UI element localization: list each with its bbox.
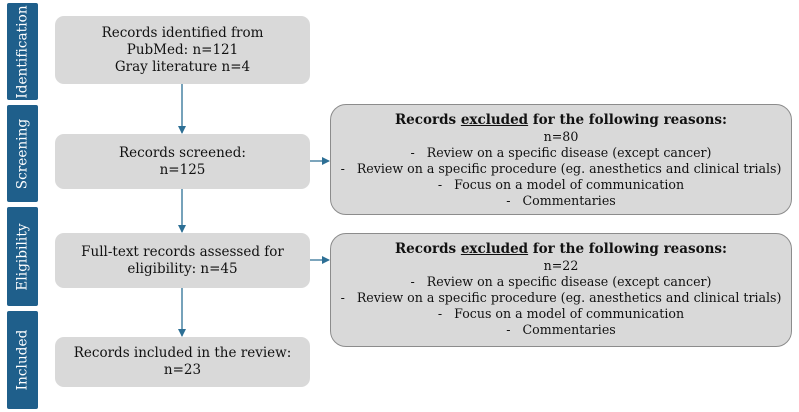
records-included-line2: n=23 xyxy=(163,362,202,378)
bullet-dash: - xyxy=(437,306,443,321)
exclusion-heading: Records excluded for the following reaso… xyxy=(331,111,791,129)
exclusion-count: n=80 xyxy=(543,129,579,144)
exclusion-reason-text: Review on a specific procedure (eg. anes… xyxy=(356,161,782,176)
records-screened-box: Records screened: n=125 xyxy=(55,134,310,189)
exclusion-reason: -Review on a specific disease (except ca… xyxy=(331,145,791,161)
exclusion-count: n=22 xyxy=(543,258,579,273)
bullet-dash: - xyxy=(437,177,443,192)
records-identified-box: Records identified from PubMed: n=121 Gr… xyxy=(55,16,310,84)
bullet-dash: - xyxy=(410,145,415,160)
exclusion-reason-text: Commentaries xyxy=(522,322,616,337)
exclusion-heading-emphasis: excluded xyxy=(460,241,529,257)
exclusion-heading-post: for the following reasons: xyxy=(528,112,728,128)
fulltext-assessed-line2: eligibility: n=45 xyxy=(127,260,238,277)
bullet-dash: - xyxy=(340,161,345,176)
exclusion-reason: -Commentaries xyxy=(331,193,791,209)
exclusion-reason-text: Review on a specific disease (except can… xyxy=(426,145,712,160)
stage-identification: Identification xyxy=(7,3,38,100)
exclusion-box-eligibility: Records excluded for the following reaso… xyxy=(330,233,792,347)
exclusion-heading: Records excluded for the following reaso… xyxy=(331,240,791,258)
exclusion-reason: -Focus on a model of communication xyxy=(331,306,791,322)
exclusion-reason: -Review on a specific disease (except ca… xyxy=(331,274,791,290)
records-screened-line1: Records screened: xyxy=(119,144,246,161)
records-identified-line3: Gray literature n=4 xyxy=(114,58,251,75)
records-identified-line2: PubMed: n=121 xyxy=(126,41,239,58)
exclusion-reason-text: Focus on a model of communication xyxy=(454,306,685,321)
exclusion-box-screening: Records excluded for the following reaso… xyxy=(330,104,792,215)
exclusion-reason-text: Review on a specific disease (except can… xyxy=(426,274,712,289)
stage-screening: Screening xyxy=(7,105,38,202)
exclusion-heading-post: for the following reasons: xyxy=(528,241,728,257)
exclusion-reason: -Review on a specific procedure (eg. ane… xyxy=(331,161,791,177)
stage-eligibility: Eligibility xyxy=(7,207,38,306)
exclusion-reason: -Review on a specific procedure (eg. ane… xyxy=(331,290,791,306)
exclusion-reason-text: Commentaries xyxy=(522,193,616,208)
records-included-line1: Records included in the review: xyxy=(73,345,292,361)
bullet-dash: - xyxy=(410,274,415,289)
exclusion-reason-text: Focus on a model of communication xyxy=(454,177,685,192)
exclusion-heading-emphasis: excluded xyxy=(460,112,529,128)
exclusion-heading-pre: Records xyxy=(394,241,461,257)
fulltext-assessed-line1: Full-text records assessed for xyxy=(81,243,284,260)
stage-included: Included xyxy=(7,311,38,409)
records-included-box: Records included in the review: n=23 xyxy=(55,337,310,387)
exclusion-heading-pre: Records xyxy=(394,112,461,128)
records-identified-line1: Records identified from xyxy=(101,24,264,41)
bullet-dash: - xyxy=(340,290,345,305)
bullet-dash: - xyxy=(506,322,511,337)
fulltext-assessed-box: Full-text records assessed for eligibili… xyxy=(55,233,310,288)
exclusion-reason-text: Review on a specific procedure (eg. anes… xyxy=(356,290,782,305)
bullet-dash: - xyxy=(506,193,511,208)
records-screened-line2: n=125 xyxy=(159,161,206,178)
exclusion-reason: -Commentaries xyxy=(331,322,791,338)
exclusion-reason: -Focus on a model of communication xyxy=(331,177,791,193)
